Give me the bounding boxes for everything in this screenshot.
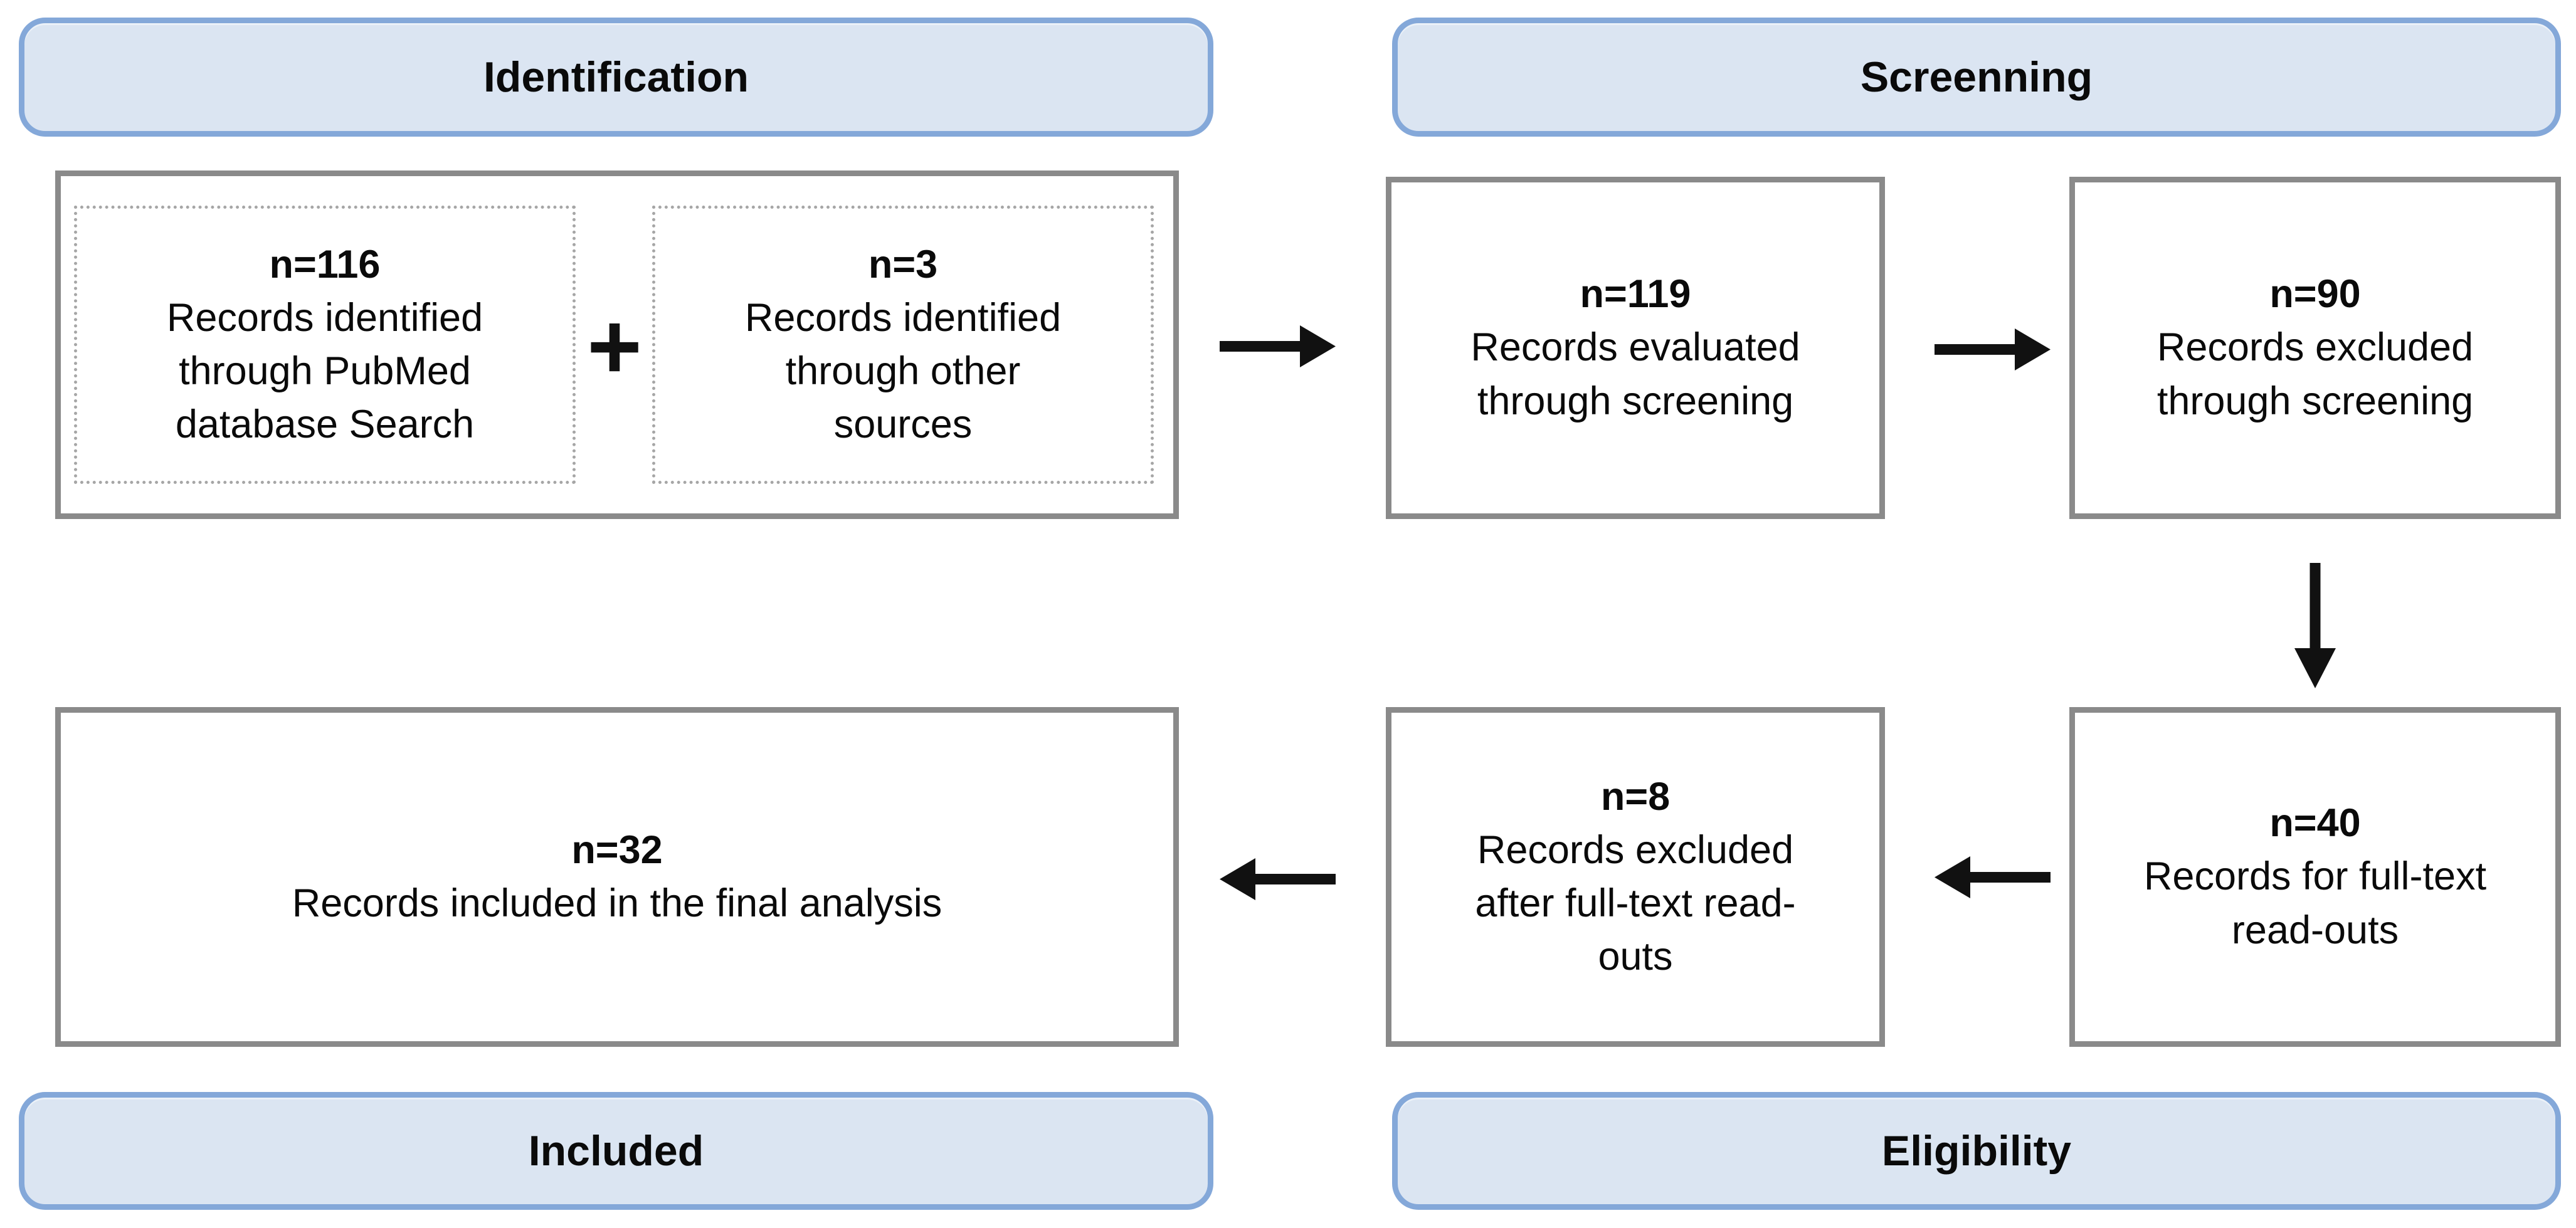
evaluated-records-box: n=119 Records evaluated through screenin… — [1386, 177, 1885, 519]
fulltext-records-box: n=40 Records for full-text read-outs — [2069, 707, 2561, 1047]
pubmed-records-box: n=116 Records identified through PubMed … — [74, 206, 576, 484]
evaluated-records-count: n=119 — [1580, 272, 1691, 317]
stage-header-eligibility: Eligibility — [1392, 1092, 2561, 1210]
arrow-fulltext-to-excluded-fulltext-icon — [1935, 848, 2051, 907]
pubmed-records-label: Records identified through PubMed databa… — [166, 295, 483, 447]
stage-header-included: Included — [19, 1092, 1213, 1210]
plus-icon: + — [587, 293, 642, 399]
arrow-excluded-to-fulltext-icon — [2287, 563, 2343, 688]
stage-header-screening: Screenning — [1392, 18, 2561, 137]
excluded-screening-records-box: n=90 Records excluded through screening — [2069, 177, 2561, 519]
excluded-screening-records-label: Records excluded through screening — [2156, 325, 2474, 423]
stage-header-screening-label: Screenning — [1860, 53, 2093, 101]
other-sources-records-label: Records identified through other sources — [744, 295, 1062, 447]
excluded-fulltext-records-box: n=8 Records excluded after full-text rea… — [1386, 707, 1885, 1047]
arrow-evaluated-to-excluded-icon — [1935, 320, 2051, 379]
excluded-fulltext-records-count: n=8 — [1600, 774, 1671, 819]
included-final-records-count: n=32 — [571, 827, 663, 872]
included-final-records-box: n=32 Records included in the final analy… — [55, 707, 1179, 1047]
pubmed-records-count: n=116 — [269, 242, 381, 286]
stage-header-identification: Identification — [19, 18, 1213, 137]
stage-header-included-label: Included — [528, 1127, 704, 1175]
fulltext-records-label: Records for full-text read-outs — [2143, 854, 2487, 952]
other-sources-records-count: n=3 — [868, 242, 938, 286]
other-sources-records-box: n=3 Records identified through other sou… — [652, 206, 1154, 484]
included-final-records-label: Records included in the final analysis — [292, 881, 942, 925]
stage-header-eligibility-label: Eligibility — [1881, 1127, 2072, 1175]
arrow-records-to-evaluated-icon — [1220, 317, 1336, 376]
fulltext-records-count: n=40 — [2269, 801, 2361, 846]
evaluated-records-label: Records evaluated through screening — [1470, 325, 1800, 423]
stage-header-identification-label: Identification — [483, 53, 749, 101]
excluded-fulltext-records-label: Records excluded after full-text read- o… — [1475, 827, 1796, 979]
excluded-screening-records-count: n=90 — [2269, 272, 2361, 317]
arrow-excluded-fulltext-to-included-icon — [1220, 849, 1336, 909]
